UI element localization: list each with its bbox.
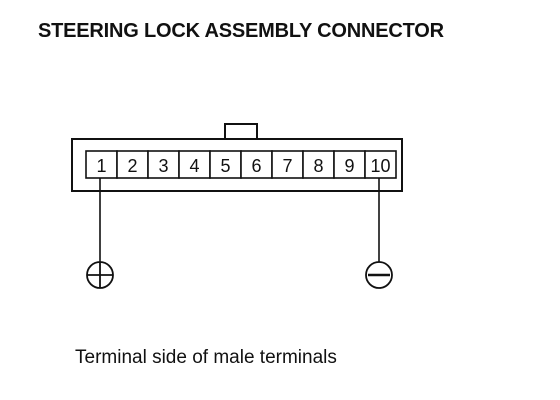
- pin-cell-1: [85, 150, 118, 179]
- pin-cell-9: [333, 150, 366, 179]
- pin-cell-10: [364, 150, 397, 179]
- connector-pin-row: 1 2 3 4 5 6 7 8 9 10: [85, 150, 397, 179]
- pin-label-6: 6: [251, 156, 261, 176]
- diagram-caption: Terminal side of male terminals: [75, 347, 337, 368]
- pin-label-10: 10: [370, 156, 390, 176]
- pin-cell-6: [240, 150, 273, 179]
- pin-label-3: 3: [158, 156, 168, 176]
- pin-cell-5: [209, 150, 242, 179]
- pin-label-1: 1: [96, 156, 106, 176]
- diagram-title: STEERING LOCK ASSEMBLY CONNECTOR: [38, 20, 444, 42]
- pin-cell-8: [302, 150, 335, 179]
- pin-label-8: 8: [313, 156, 323, 176]
- minus-terminal-icon: [365, 261, 393, 289]
- connector-lock-tab: [224, 123, 258, 140]
- pin-label-9: 9: [344, 156, 354, 176]
- pin-label-7: 7: [282, 156, 292, 176]
- pin-label-5: 5: [220, 156, 230, 176]
- pin-label-2: 2: [127, 156, 137, 176]
- plus-terminal-icon: [86, 261, 114, 289]
- pin-label-4: 4: [189, 156, 199, 176]
- pin-cell-4: [178, 150, 211, 179]
